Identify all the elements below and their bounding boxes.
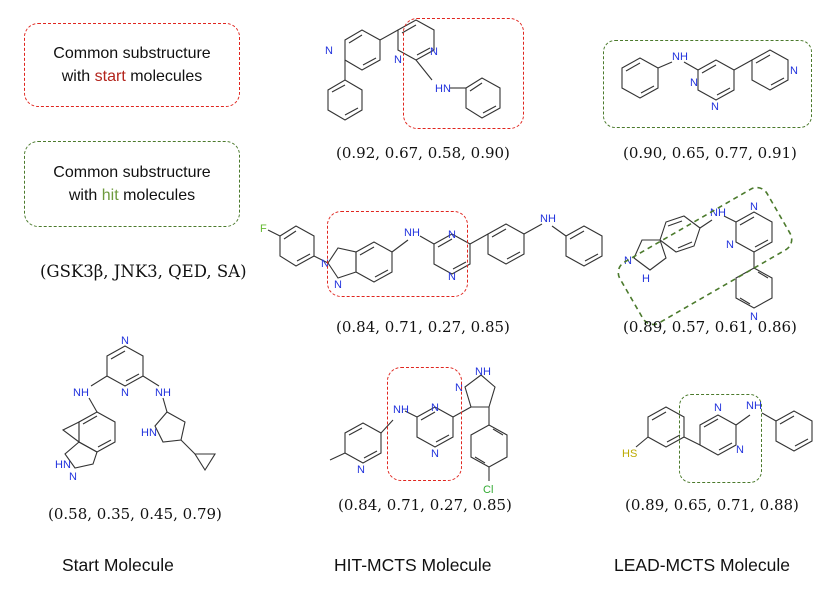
lead3-atom-sh: HS (622, 448, 637, 460)
hit2-common-substructure-highlight (327, 211, 468, 297)
lead-molecule-2: N H NH N N N (624, 201, 773, 323)
start-atom-n3: N (69, 471, 77, 483)
start-molecule: N N NH NH HN HN N (55, 335, 216, 483)
hit3-common-substructure-highlight (387, 367, 462, 481)
legend-start-line1: Common substructure (53, 45, 211, 62)
lead2-atom-n4: N (750, 311, 758, 323)
hit3-atom-n4: N (455, 382, 463, 394)
legend-start-line2: with start molecules (53, 65, 210, 88)
legend-hit-prefix: with (68, 187, 102, 204)
legend-start-substructure: Common substructure with start molecules (24, 23, 240, 107)
start-score: (0.58, 0.35, 0.45, 0.79) (48, 505, 222, 523)
lead1-atom-n2: N (711, 101, 719, 113)
hit2-atom-f: F (260, 223, 267, 235)
hit-molecule-2: F N N NH N N NH (260, 213, 603, 291)
lead1-atom-n1: N (690, 77, 698, 89)
hit2-atom-nh: NH (404, 227, 420, 239)
lead-molecule-3: HS N N NH (622, 400, 813, 460)
hit2-atom-n1: N (321, 258, 329, 270)
hit3-atom-n2: N (431, 402, 439, 414)
hit-molecule-1: N N N HN (325, 19, 501, 121)
hit1-atom-n3: N (394, 54, 402, 66)
column-title-start: Start Molecule (62, 555, 174, 575)
hit3-atom-n3: N (431, 448, 439, 460)
hit3-score: (0.84, 0.71, 0.27, 0.85) (338, 496, 512, 514)
hit3-atom-hn: NH (475, 366, 491, 378)
hit1-score: (0.92, 0.67, 0.58, 0.90) (336, 144, 510, 162)
legend-start-keyword: start (94, 68, 126, 85)
hit2-atom-nh2: NH (540, 213, 556, 225)
lead3-score: (0.89, 0.65, 0.71, 0.88) (625, 496, 799, 514)
column-title-hit: HIT-MCTS Molecule (334, 555, 492, 575)
hit2-atom-n4: N (448, 271, 456, 283)
start-atom-hn2: HN (55, 459, 71, 471)
lead3-atom-n2: N (736, 444, 744, 456)
hit3-atom-n1: N (357, 464, 365, 476)
legend-start-prefix: with (61, 68, 95, 85)
lead2-atom-n1: N (624, 255, 632, 267)
hit3-atom-cl: Cl (483, 484, 493, 496)
start-atom-nh1: NH (73, 387, 89, 399)
hit2-score: (0.84, 0.71, 0.27, 0.85) (336, 318, 510, 336)
lead1-atom-n3: N (790, 65, 798, 77)
lead2-atom-hn: H (642, 273, 650, 285)
hit1-atom-hn: HN (435, 83, 451, 95)
hit-molecule-3: N NH N N N NH Cl (329, 366, 508, 496)
lead3-atom-n1: N (714, 402, 722, 414)
start-atom-nh2: NH (155, 387, 171, 399)
lead2-score: (0.89, 0.57, 0.61, 0.86) (623, 318, 797, 336)
start-atom-n2: N (121, 387, 129, 399)
legend-start-suffix: molecules (125, 68, 203, 85)
lead2-atom-n3: N (726, 239, 734, 251)
lead2-common-substructure-highlight (617, 186, 793, 326)
legend-properties: (GSK3β, JNK3, QED, SA) (40, 262, 247, 281)
legend-hit-line2: with hit molecules (53, 184, 210, 207)
legend-hit-keyword: hit (101, 187, 119, 204)
lead1-score: (0.90, 0.65, 0.77, 0.91) (623, 144, 797, 162)
hit3-atom-nh: NH (393, 404, 409, 416)
hit1-atom-n2: N (430, 46, 438, 58)
start-atom-hn: HN (141, 427, 157, 439)
lead-molecule-1: NH N N N (621, 49, 798, 113)
lead2-atom-n2: N (750, 201, 758, 213)
lead1-common-substructure-highlight (603, 40, 812, 128)
start-atom-n1: N (121, 335, 129, 347)
hit1-common-substructure-highlight (403, 18, 524, 129)
hit1-atom-n: N (325, 45, 333, 57)
legend-hit-line1: Common substructure (53, 164, 211, 181)
lead1-atom-nh: NH (672, 51, 688, 63)
legend-hit-suffix: molecules (118, 187, 196, 204)
column-title-lead: LEAD-MCTS Molecule (614, 555, 791, 575)
hit2-atom-n3: N (448, 229, 456, 241)
legend-hit-substructure: Common substructure with hit molecules (24, 141, 240, 227)
lead3-common-substructure-highlight (679, 394, 762, 483)
